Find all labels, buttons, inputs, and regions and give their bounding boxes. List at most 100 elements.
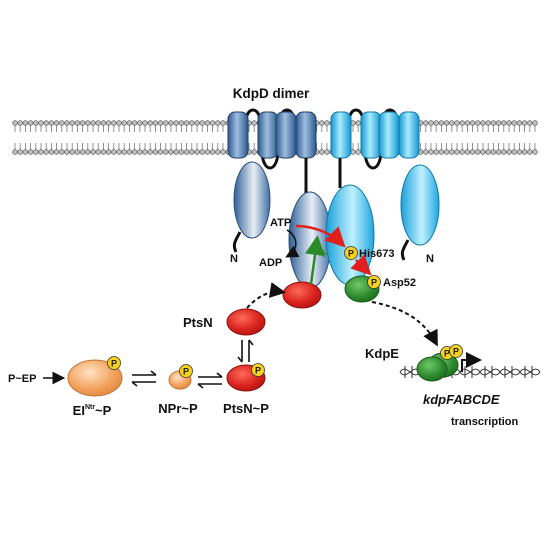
lipid-head [209,120,216,126]
lipid-head [48,149,55,155]
lipid-head [79,120,86,126]
lipid-head [12,149,18,155]
lipid-head [100,120,107,126]
lipid-head [204,149,211,155]
lipid-head [490,120,497,126]
ptsn-p-label: PtsN~P [223,401,269,416]
lipid-head [90,149,96,155]
lipid-head [116,149,122,155]
lipid-head [464,149,471,155]
lipid-head [511,120,517,126]
lipid-head [449,149,455,155]
lipid-head [464,120,471,126]
lipid-head [12,120,18,126]
lipid-head [38,120,44,126]
stimulation-green-arrow [305,235,325,285]
lipid-head [183,120,190,126]
lipid-head [111,149,117,155]
lipid-head [163,149,169,155]
lipid-head [157,120,164,126]
lipid-head [433,120,439,126]
asp52-phosphate-p: P [371,278,377,288]
lipid-head [126,149,133,155]
lipid-head [38,149,44,155]
lipid-head [251,120,257,126]
lipid-head [74,149,81,155]
lipid-head [53,149,60,155]
adp-label: ADP [259,257,282,269]
lipid-head [480,120,486,126]
lipid-head [22,149,29,155]
lipid-head [194,149,200,155]
lipid-head [79,149,86,155]
lipid-head [131,120,138,126]
lipid-head [17,149,23,155]
lipid-head [142,120,148,126]
lipid-head [152,120,159,126]
ptsn-phosphate-p: P [255,366,261,376]
lipid-head [43,120,49,126]
ei-ntr-phosphorylated [67,359,123,397]
lipid-head [43,149,49,155]
lipid-head [48,120,55,126]
lipid-head [428,149,434,155]
lipid-head [85,149,91,155]
title-kdpd-dimer: KdpD dimer [233,86,310,101]
lipid-head [220,120,226,126]
lipid-head [100,149,107,155]
lipid-head [105,149,112,155]
lipid-head [168,149,174,155]
ptsn-free [226,308,266,336]
lipid-head [17,120,23,126]
lipid-head [215,120,221,126]
lipid-head [137,120,143,126]
kdpe-phosphate-p-2: P [453,347,459,357]
lipid-head [495,120,502,126]
lipid-head [485,120,491,126]
lipid-head [152,149,159,155]
lipid-head [501,120,507,126]
lipid-head [137,149,143,155]
phosphotransfer-arrow-his [295,224,346,248]
lipid-head [173,149,179,155]
lipid-head [183,149,190,155]
kdpd-left-tm-helices [227,111,317,159]
lipid-head [527,120,533,126]
lipid-head [85,120,91,126]
his673-phosphate-p: P [348,249,354,259]
lipid-head [355,120,361,126]
lipid-head [95,120,101,126]
ptsn-phosphate-icon [251,363,265,377]
lipid-head [163,120,169,126]
kdpe-phosphate-p-1: P [444,349,450,359]
ei-phosphate-icon [107,356,121,370]
lipid-head [90,120,96,126]
lipid-head [189,120,195,126]
lipid-head [168,120,174,126]
lipid-head [116,120,122,126]
gene-label-kdpfabcde: kdpFABCDE [423,392,500,407]
lipid-head [33,120,39,126]
lipid-head [480,149,486,155]
lipid-head [199,149,205,155]
kdpe-p-monomer-front [416,356,448,382]
lipid-head [516,120,523,126]
lipid-head [64,149,70,155]
lipid-head [516,149,523,155]
kdpe-phosphate-icon-2 [449,344,463,358]
lipid-head [485,149,491,155]
lipid-head [501,149,507,155]
lipid-head [319,120,325,126]
n-terminus-right-label: N [426,253,434,265]
lipid-head [324,149,330,155]
ptsn-equilibrium-arrows [237,339,254,363]
lipid-head [147,120,153,126]
lipid-head [69,120,75,126]
lipid-head [521,149,528,155]
ptsn-bound-to-kdpd [282,281,322,309]
ei-phosphate-p: P [111,359,117,369]
ei-npr-equilibrium-arrows [131,370,157,387]
lipid-head [64,120,70,126]
lipid-head [33,149,39,155]
lipid-head [511,149,517,155]
